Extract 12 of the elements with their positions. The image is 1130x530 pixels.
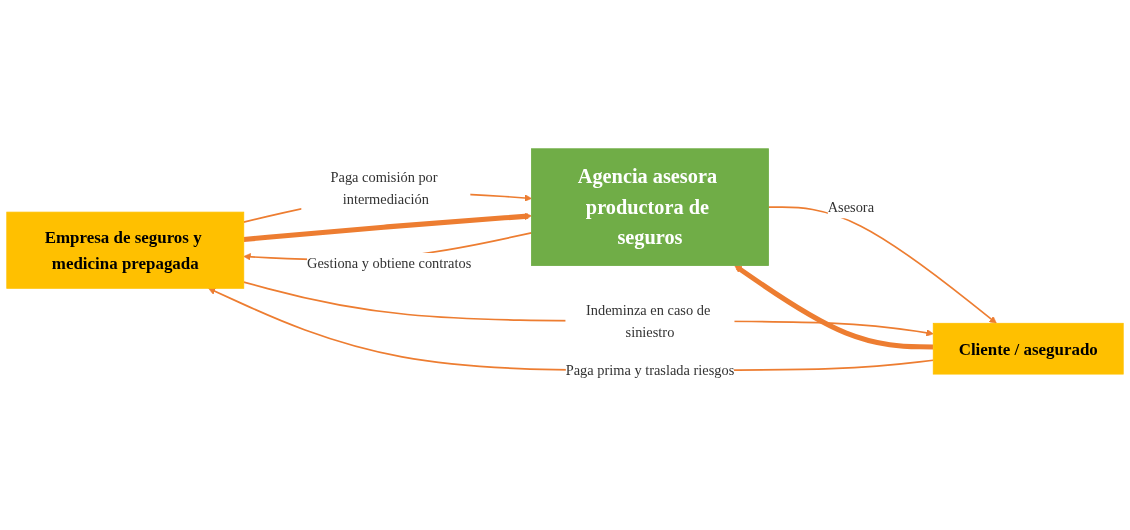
node-box: Agencia asesora productora de seguros xyxy=(531,148,769,267)
arrow xyxy=(767,206,997,324)
arrow xyxy=(243,212,532,243)
edge-label: Indeminza en caso de siniestro xyxy=(586,302,711,340)
edge-label: Gestiona y obtiene contratos xyxy=(307,255,472,272)
arrow xyxy=(734,265,934,350)
edge-label: Asesora xyxy=(827,198,875,216)
node-box: Cliente / asegurado xyxy=(932,322,1124,375)
edge-label: Paga comisión por intermediación xyxy=(330,169,438,208)
arrow xyxy=(208,287,935,372)
node-box: Empresa de seguros y medicina prepagada xyxy=(6,211,245,289)
edge-label: Paga prima y traslada riesgos xyxy=(565,362,735,379)
